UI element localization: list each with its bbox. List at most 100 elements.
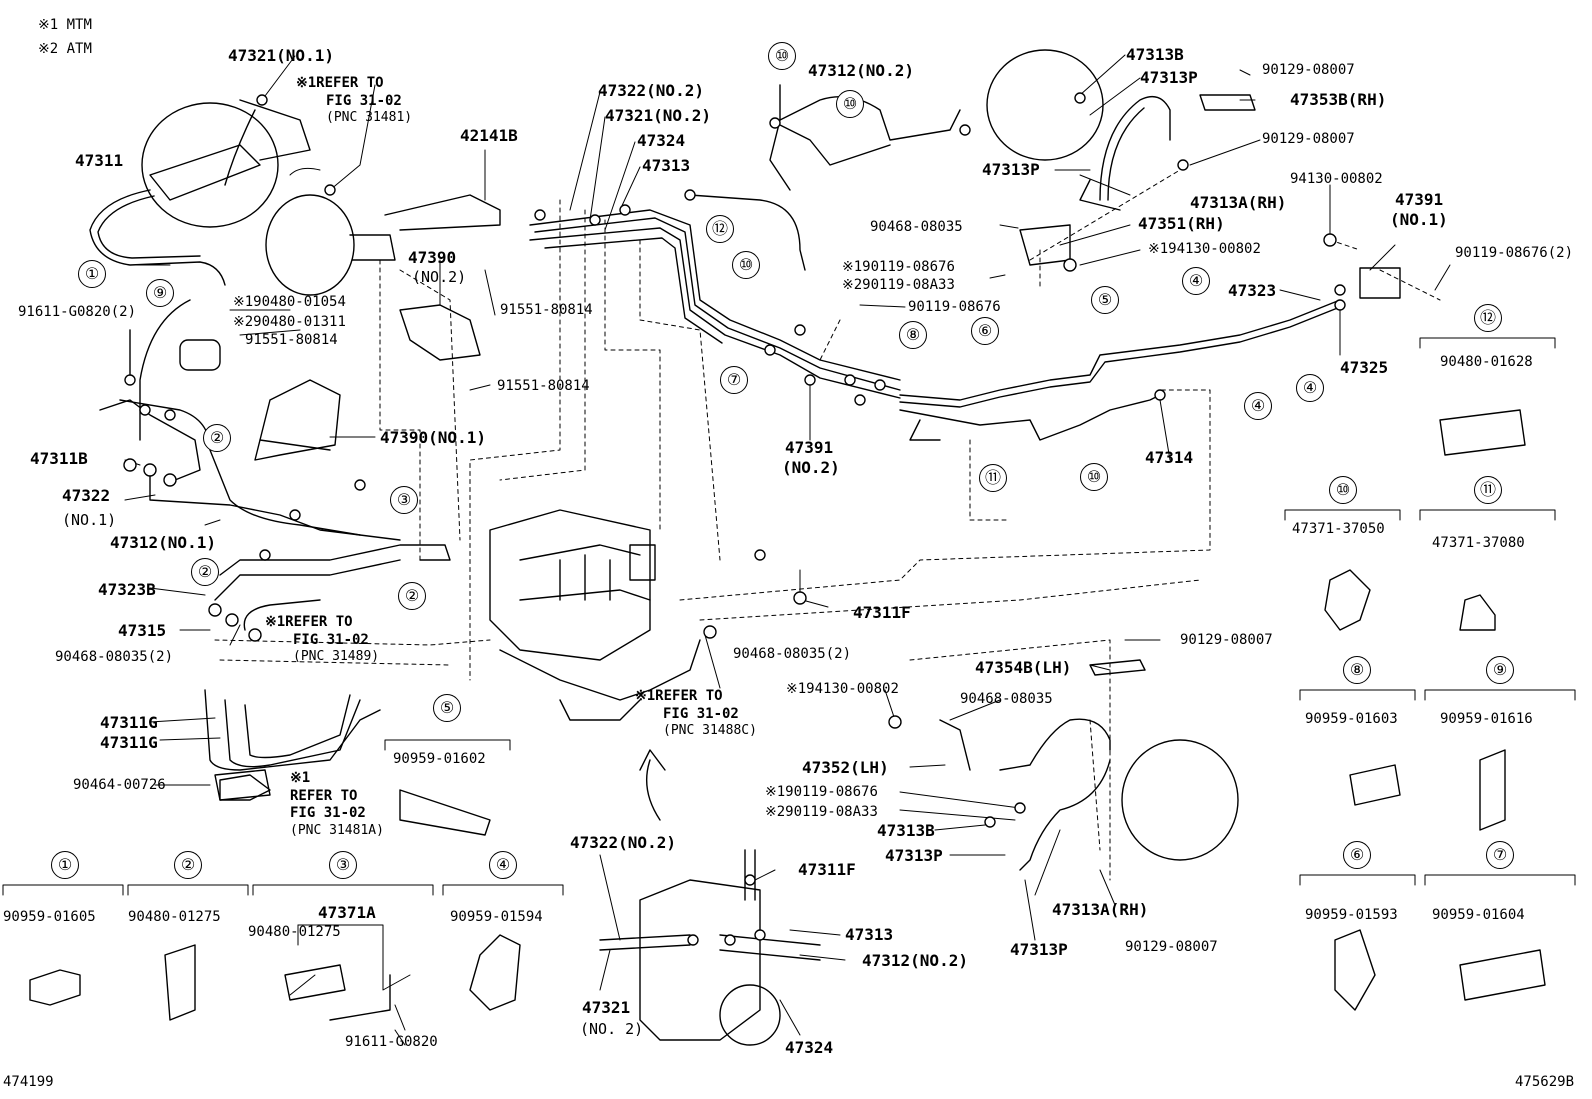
callout-clip-10a: ⑩ xyxy=(768,42,796,70)
label-47325: 47325 xyxy=(1340,358,1389,377)
legend-number-5: ⑤ xyxy=(433,694,461,722)
legend-number-4: ④ xyxy=(489,851,517,879)
callout-clip-7: ⑦ xyxy=(720,366,748,394)
legend-part-7: 90959-01604 xyxy=(1432,907,1525,923)
label-47321-no2-bot-suffix: (NO. 2) xyxy=(580,1020,644,1038)
legend-part-5: 90959-01602 xyxy=(393,751,486,767)
leader-lines xyxy=(124,54,1451,1046)
label-47315: 47315 xyxy=(118,621,167,640)
refer-line1: ※1REFER TO xyxy=(265,614,353,630)
label-47311f-mid: 47311F xyxy=(853,603,911,622)
label-194130-00802-top: ※194130-00802 xyxy=(1148,241,1261,257)
legend-number-9: ⑨ xyxy=(1486,656,1514,684)
legend-part-11: 47371-37080 xyxy=(1432,535,1525,551)
label-47313p-bot2: 47313P xyxy=(1010,940,1068,959)
legend-number-7: ⑦ xyxy=(1486,841,1514,869)
legend-part-1: 90959-01605 xyxy=(3,909,96,925)
brake-booster-drawing xyxy=(141,99,501,296)
legend-part-4: 90959-01594 xyxy=(450,909,543,925)
label-47353b-rh: 47353B(RH) xyxy=(1290,90,1387,109)
label-90129-08007-b: 90129-08007 xyxy=(1262,131,1355,147)
label-47313-bot: 47313 xyxy=(845,925,894,944)
callout-clip-4a: ④ xyxy=(1182,267,1210,295)
legend-part-12: 90480-01628 xyxy=(1440,354,1533,370)
label-47321-no2-bot: 47321 xyxy=(582,998,631,1017)
label-47311f-bot: 47311F xyxy=(798,860,856,879)
label-190119-08676-bot: ※190119-08676 xyxy=(765,784,878,800)
abs-actuator-detail xyxy=(599,749,821,1046)
label-47351-rh: 47351(RH) xyxy=(1138,214,1225,233)
callout-clip-2c: ② xyxy=(398,582,426,610)
callout-clip-4c: ④ xyxy=(1296,374,1324,402)
fitting-nuts xyxy=(123,92,1346,946)
diagram-id-left: 474199 xyxy=(3,1074,54,1090)
note-mtm: ※1 MTM xyxy=(38,17,92,33)
left-brake-lines xyxy=(99,299,451,631)
label-90129-08007-c: 90129-08007 xyxy=(1180,632,1273,648)
legend-number-1: ① xyxy=(51,851,79,879)
label-47391-no1: 47391 xyxy=(1395,190,1444,209)
legend-part-9: 90959-01616 xyxy=(1440,711,1533,727)
refer-line2: FIG 31-02 xyxy=(663,705,739,722)
label-47391-no2: 47391 xyxy=(785,438,834,457)
label-190480-01054: ※190480-01054 xyxy=(233,294,346,310)
label-47313a-rh-bot: 47313A(RH) xyxy=(1052,900,1149,919)
refer-note-31489: ※1REFER TO FIG 31-02 (PNC 31489) xyxy=(265,614,379,665)
label-90464-00726: 90464-00726 xyxy=(73,777,166,793)
callout-clip-5: ⑤ xyxy=(1091,286,1119,314)
label-47314: 47314 xyxy=(1145,448,1194,467)
label-90468-08035-2-mid: 90468-08035(2) xyxy=(733,646,852,662)
label-47321-no2-top: 47321(NO.2) xyxy=(605,106,711,125)
callout-clip-3: ③ xyxy=(390,486,418,514)
legend-brackets xyxy=(2,337,1576,991)
legend-part-2: 90480-01275 xyxy=(128,909,221,925)
label-42141b: 42141B xyxy=(460,126,518,145)
label-47391-no2-suffix: (NO.2) xyxy=(782,458,840,477)
label-91551-80814-a: 91551-80814 xyxy=(245,332,338,348)
refer-pnc: (PNC 31489) xyxy=(293,649,380,664)
legend-number-10: ⑩ xyxy=(1329,476,1357,504)
label-47322-no1-suffix: (NO.1) xyxy=(62,511,117,529)
refer-line3: FIG 31-02 xyxy=(290,805,366,821)
label-47311g-1: 47311G xyxy=(100,713,158,732)
label-47313-top: 47313 xyxy=(642,156,691,175)
label-90129-08007-d: 90129-08007 xyxy=(1125,939,1218,955)
callout-clip-10c: ⑩ xyxy=(732,251,760,279)
label-47313p-mid: 47313P xyxy=(982,160,1040,179)
label-47312-no2-top: 47312(NO.2) xyxy=(808,61,914,80)
label-290119-08a33-bot: ※290119-08A33 xyxy=(765,804,878,820)
label-47321-no1: 47321(NO.1) xyxy=(228,46,334,65)
legend-number-6: ⑥ xyxy=(1343,841,1371,869)
label-47313p-top: 47313P xyxy=(1140,68,1198,87)
refer-line1: ※1REFER TO xyxy=(296,75,384,91)
refer-pnc: (PNC 31481A) xyxy=(290,822,384,838)
label-91551-80814-b: 91551-80814 xyxy=(500,302,593,318)
legend-number-8: ⑧ xyxy=(1343,656,1371,684)
legend-number-3: ③ xyxy=(329,851,357,879)
label-194130-00802-bot: ※194130-00802 xyxy=(786,681,899,697)
callout-clip-1: ① xyxy=(78,260,106,288)
callout-clip-12: ⑫ xyxy=(706,215,734,243)
callout-clip-10d: ⑩ xyxy=(1080,463,1108,491)
legend-number-2: ② xyxy=(174,851,202,879)
callout-clip-2a: ② xyxy=(203,424,231,452)
lh-brake-drum xyxy=(939,659,1239,871)
legend-number-12: ⑫ xyxy=(1474,304,1502,332)
refer-line2: FIG 31-02 xyxy=(326,92,402,109)
refer-note-31488c: ※1REFER TO FIG 31-02 (PNC 31488C) xyxy=(635,688,757,739)
label-290480-01311: ※290480-01311 xyxy=(233,314,346,330)
legend-part-6: 90959-01593 xyxy=(1305,907,1398,923)
abs-actuator-exploded xyxy=(489,509,701,721)
callout-clip-2b: ② xyxy=(191,558,219,586)
label-47391-no1-suffix: (NO.1) xyxy=(1390,210,1448,229)
label-290119-08a33-top: ※290119-08A33 xyxy=(842,277,955,293)
label-47311b: 47311B xyxy=(30,449,88,468)
diagram-id-right: 475629B xyxy=(1515,1074,1575,1090)
label-47390-no1: 47390(NO.1) xyxy=(380,428,486,447)
label-47313b-top: 47313B xyxy=(1126,45,1184,64)
refer-pnc: (PNC 31481) xyxy=(326,110,413,125)
callout-clip-6: ⑥ xyxy=(971,317,999,345)
dashed-leaders xyxy=(214,169,1441,881)
legend-part-8: 90959-01603 xyxy=(1305,711,1398,727)
